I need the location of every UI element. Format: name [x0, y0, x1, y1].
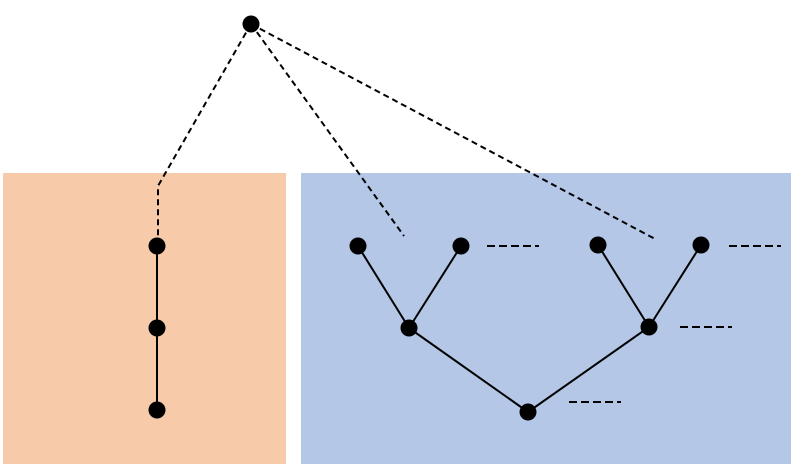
left-chain-bottom-node — [148, 401, 166, 419]
leaf-3-to-inner-right-edge — [597, 244, 650, 328]
root-node — [242, 15, 260, 33]
dashed-stubs — [487, 245, 781, 403]
inner-right-to-bottom-edge — [527, 326, 650, 413]
inner-left-to-bottom-edge — [408, 327, 529, 413]
right-tree-leaf-2 — [452, 237, 470, 255]
nodes — [148, 15, 710, 421]
right-tree-leaf-3 — [589, 236, 607, 254]
right-tree-bottom-node — [519, 403, 537, 421]
leaf-1-to-inner-left-edge — [357, 245, 410, 329]
root-to-left-chain-link — [157, 23, 252, 238]
solid-edges — [156, 244, 702, 413]
root-to-right-tree-left-link — [250, 23, 405, 237]
leaf-2-to-inner-left-edge — [408, 245, 462, 329]
left-chain-middle-node — [148, 319, 166, 337]
root-to-right-tree-right-link — [250, 23, 658, 241]
right-tree-inner-left — [400, 319, 418, 337]
right-tree-leaf-4 — [692, 236, 710, 254]
left-panel — [3, 173, 286, 464]
leaf-4-to-inner-right-edge — [648, 244, 702, 328]
left-chain-top-node — [148, 237, 166, 255]
right-tree-inner-right — [640, 318, 658, 336]
right-panel — [301, 173, 791, 464]
right-tree-leaf-1 — [349, 237, 367, 255]
dashed-links — [157, 23, 658, 241]
